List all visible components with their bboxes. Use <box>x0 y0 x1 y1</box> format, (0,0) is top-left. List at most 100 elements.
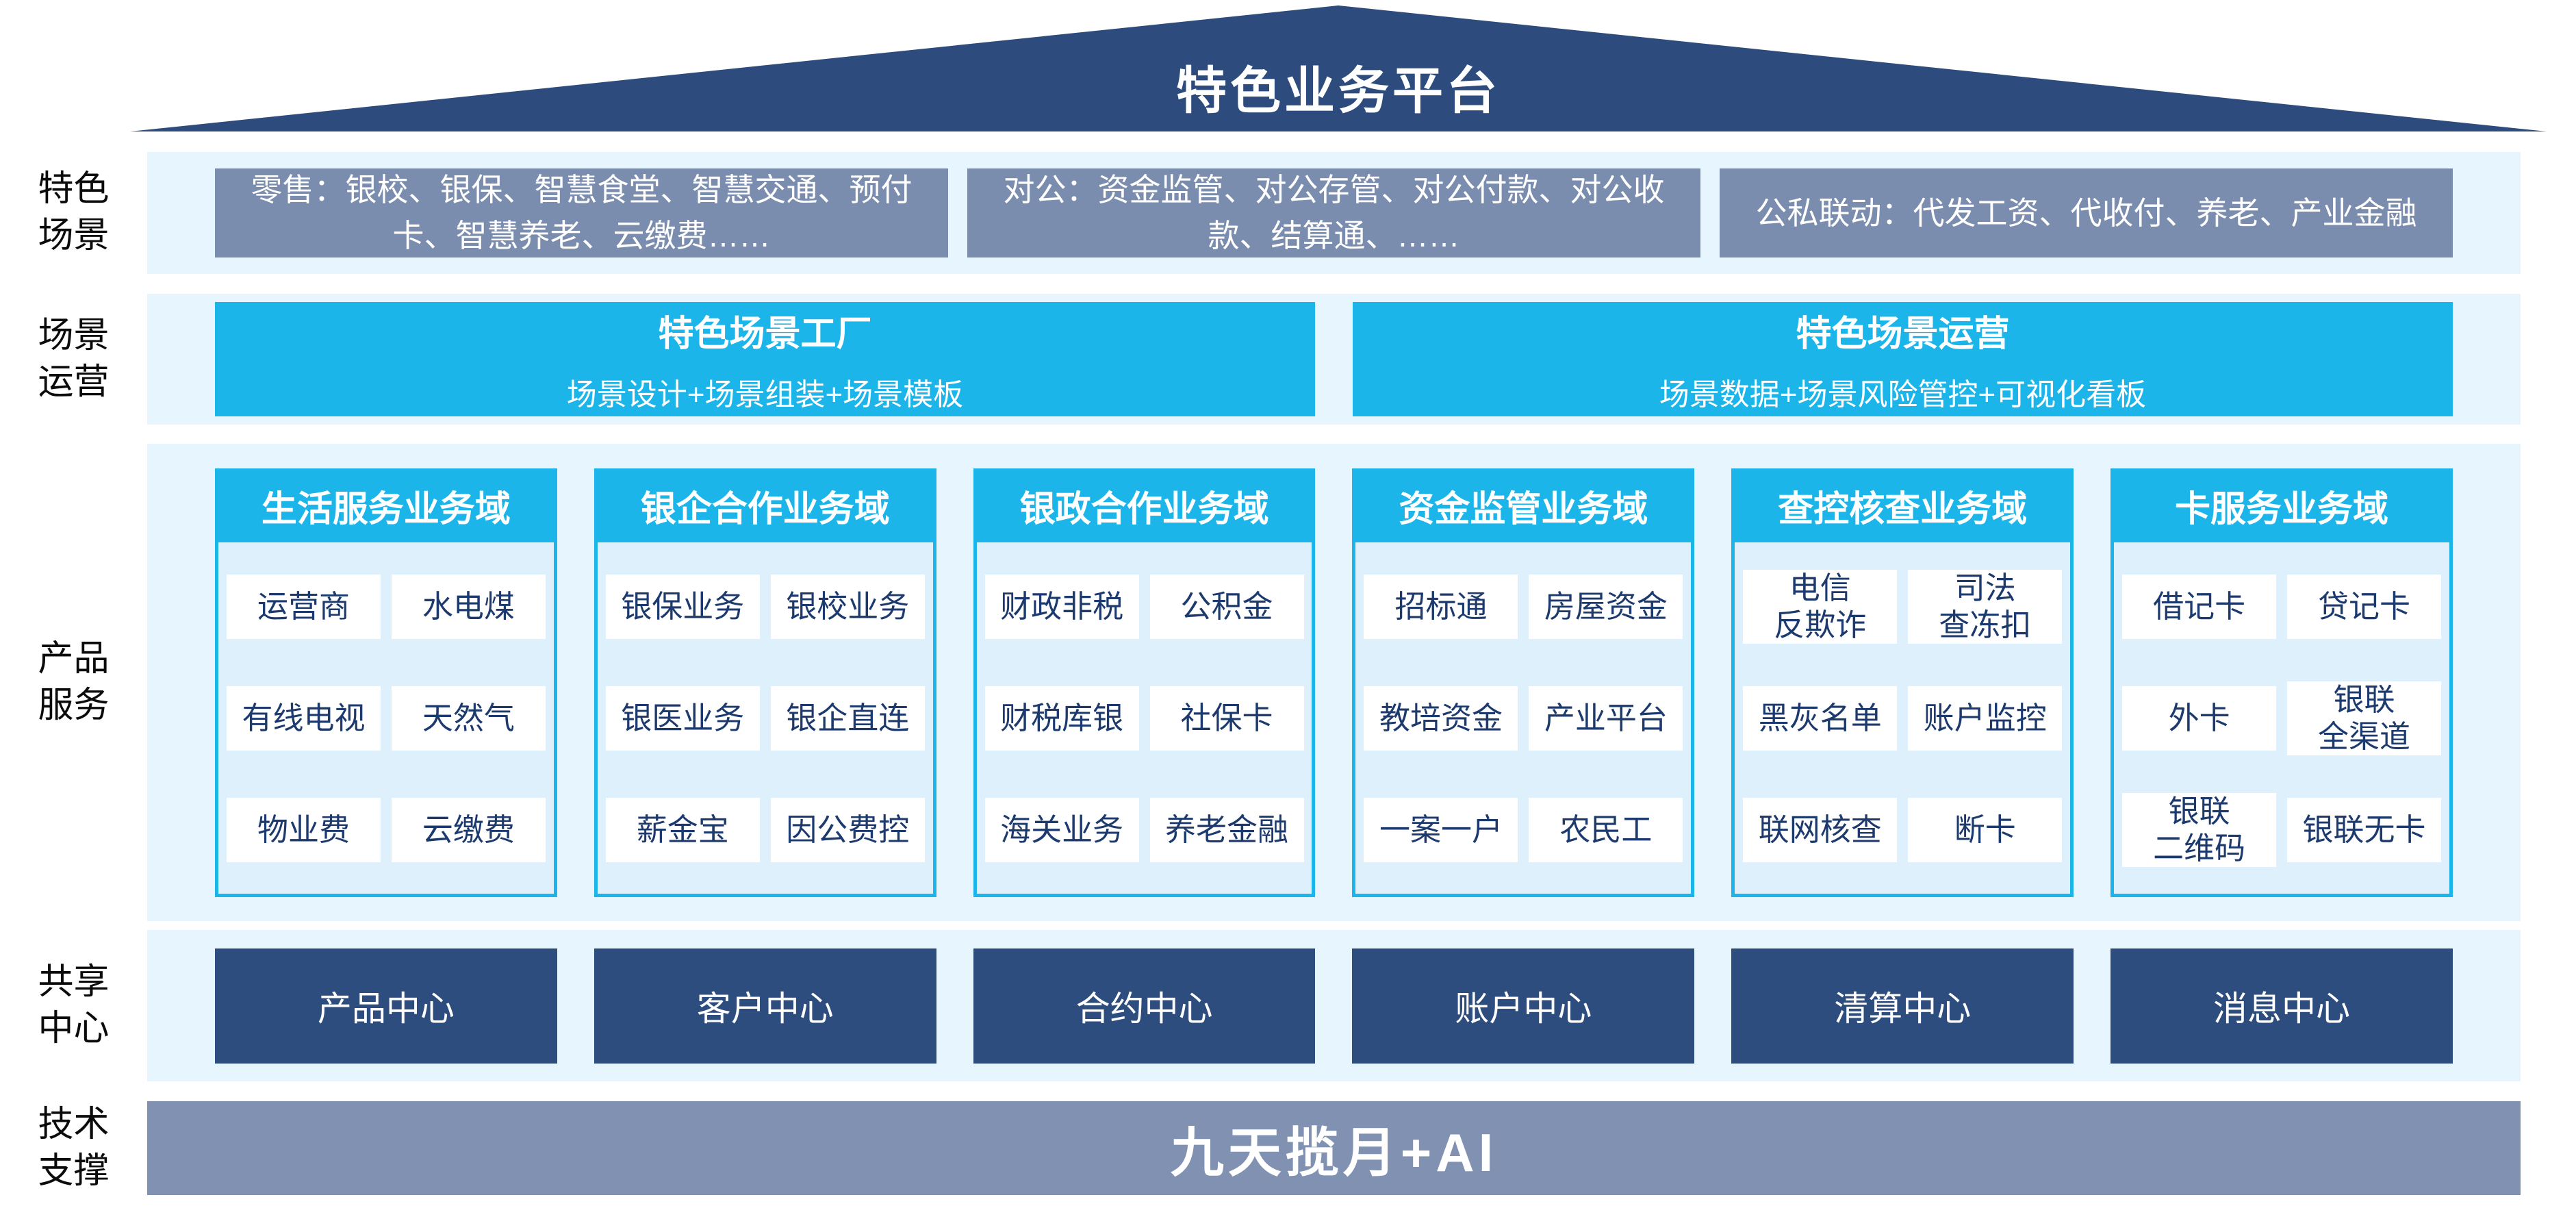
product-cell-row: 财政非税 公积金 <box>984 551 1304 662</box>
product-cell: 物业费 <box>227 797 381 862</box>
product-cell: 司法 查冻扣 <box>1908 569 2063 644</box>
product-cell: 水电煤 <box>391 574 546 639</box>
scene-box-corporate: 对公：资金监管、对公存管、对公付款、对公收款、结算通、…… <box>967 168 1700 257</box>
scene-factory-title: 特色场景工厂 <box>658 314 872 354</box>
product-cell: 财税库银 <box>984 686 1139 751</box>
page-title: 特色业务平台 <box>1176 62 1501 119</box>
product-cell: 断卡 <box>1908 797 2063 862</box>
product-cell-row: 电信 反欺诈 司法 查冻扣 <box>1743 551 2063 662</box>
product-column-body: 运营商 水电煤 有线电视 天然气 物业费 云缴费 <box>215 542 557 897</box>
product-cell: 房屋资金 <box>1529 574 1683 639</box>
row-product-services: 产品 服务 生活服务业务域 运营商 水电煤 有线电视 天然气 物业费 云缴费 <box>0 444 2521 921</box>
product-cell: 招标通 <box>1364 574 1518 639</box>
product-column-body: 银保业务 银校业务 银医业务 银企直连 薪金宝 因公费控 <box>594 542 936 897</box>
scene-operation-box: 特色场景运营 场景数据+场景风险管控+可视化看板 <box>1353 302 2453 416</box>
scene-operation-subtitle: 场景数据+场景风险管控+可视化看板 <box>1659 378 2147 412</box>
center-box-clearing: 清算中心 <box>1731 948 2074 1064</box>
product-cell-row: 黑灰名单 账户监控 <box>1743 662 2063 774</box>
product-cell-row: 一案一户 农民工 <box>1364 774 1683 885</box>
product-cell: 银联无卡 <box>2287 797 2441 862</box>
row-label-tech-support: 技术 支撑 <box>38 1104 110 1191</box>
product-column-inquiry-verification: 查控核查业务域 电信 反欺诈 司法 查冻扣 黑灰名单 账户监控 联网核查 断卡 <box>1731 468 2074 897</box>
product-column-fund-supervision: 资金监管业务域 招标通 房屋资金 教培资金 产业平台 一案一户 农民工 <box>1352 468 1695 897</box>
center-box-account: 账户中心 <box>1352 948 1695 1064</box>
product-cell-row: 外卡 银联 全渠道 <box>2122 662 2441 774</box>
product-column-header: 银政合作业务域 <box>973 468 1316 542</box>
product-cell-row: 联网核查 断卡 <box>1743 774 2063 885</box>
product-cell-row: 有线电视 天然气 <box>227 662 546 774</box>
product-cell: 农民工 <box>1529 797 1683 862</box>
product-cell: 社保卡 <box>1149 686 1304 751</box>
product-cell-row: 教培资金 产业平台 <box>1364 662 1683 774</box>
tech-support-bar: 九天揽月+AI <box>147 1101 2521 1195</box>
product-cell-row: 银保业务 银校业务 <box>605 551 925 662</box>
product-cell: 电信 反欺诈 <box>1743 569 1898 644</box>
product-column-header: 资金监管业务域 <box>1352 468 1695 542</box>
row-tech-support: 技术 支撑 九天揽月+AI <box>0 1101 2521 1195</box>
center-box-customer: 客户中心 <box>594 948 936 1064</box>
center-box-message: 消息中心 <box>2110 948 2453 1064</box>
product-cell-row: 运营商 水电煤 <box>227 551 546 662</box>
scene-box-public-private: 公私联动：代发工资、代收付、养老、产业金融 <box>1720 168 2453 257</box>
product-column-life-services: 生活服务业务域 运营商 水电煤 有线电视 天然气 物业费 云缴费 <box>215 468 557 897</box>
product-cell-row: 财税库银 社保卡 <box>984 662 1304 774</box>
product-column-header: 卡服务业务域 <box>2110 468 2453 542</box>
product-cell: 公积金 <box>1149 574 1304 639</box>
scene-factory-subtitle: 场景设计+场景组装+场景模板 <box>566 378 964 412</box>
product-column-body: 电信 反欺诈 司法 查冻扣 黑灰名单 账户监控 联网核查 断卡 <box>1731 542 2074 897</box>
product-column-body: 借记卡 贷记卡 外卡 银联 全渠道 银联 二维码 银联无卡 <box>2110 542 2453 897</box>
band-product-services: 生活服务业务域 运营商 水电煤 有线电视 天然气 物业费 云缴费 <box>147 444 2521 921</box>
product-cell: 黑灰名单 <box>1743 686 1898 751</box>
band-scene-operation: 特色场景工厂 场景设计+场景组装+场景模板 特色场景运营 场景数据+场景风险管控… <box>147 294 2521 425</box>
row-label-featured-scenes: 特色 场景 <box>38 169 110 255</box>
product-cell: 薪金宝 <box>605 797 760 862</box>
row-scene-operation: 场景 运营 特色场景工厂 场景设计+场景组装+场景模板 特色场景运营 场景数据+… <box>0 294 2521 425</box>
product-cell: 因公费控 <box>770 797 925 862</box>
band-featured-scenes: 零售：银校、银保、智慧食堂、智慧交通、预付卡、智慧养老、云缴费…… 对公：资金监… <box>147 152 2521 274</box>
product-cell: 云缴费 <box>391 797 546 862</box>
product-cell: 银联 全渠道 <box>2287 681 2441 755</box>
product-column-body: 招标通 房屋资金 教培资金 产业平台 一案一户 农民工 <box>1352 542 1695 897</box>
product-cell: 运营商 <box>227 574 381 639</box>
product-cell-row: 招标通 房屋资金 <box>1364 551 1683 662</box>
platform-roof: 特色业务平台 <box>130 5 2547 131</box>
row-featured-scenes: 特色 场景 零售：银校、银保、智慧食堂、智慧交通、预付卡、智慧养老、云缴费…… … <box>0 152 2521 274</box>
product-cell: 养老金融 <box>1149 797 1304 862</box>
product-column-bank-government: 银政合作业务域 财政非税 公积金 财税库银 社保卡 海关业务 养老金融 <box>973 468 1316 897</box>
row-shared-centers: 共享 中心 产品中心 客户中心 合约中心 账户中心 清算中心 消息中心 <box>0 930 2521 1081</box>
product-cell: 海关业务 <box>984 797 1139 862</box>
product-cell-row: 物业费 云缴费 <box>227 774 546 885</box>
product-column-header: 生活服务业务域 <box>215 468 557 542</box>
product-cell: 银企直连 <box>770 686 925 751</box>
center-box-product: 产品中心 <box>215 948 557 1064</box>
product-cell: 教培资金 <box>1364 686 1518 751</box>
row-label-shared-centers: 共享 中心 <box>38 961 110 1048</box>
product-cell: 联网核查 <box>1743 797 1898 862</box>
product-cell: 借记卡 <box>2122 574 2277 639</box>
product-cell-row: 借记卡 贷记卡 <box>2122 551 2441 662</box>
scene-box-retail: 零售：银校、银保、智慧食堂、智慧交通、预付卡、智慧养老、云缴费…… <box>215 168 948 257</box>
product-cell: 产业平台 <box>1529 686 1683 751</box>
product-column-header: 查控核查业务域 <box>1731 468 2074 542</box>
product-cell: 财政非税 <box>984 574 1139 639</box>
center-box-contract: 合约中心 <box>973 948 1316 1064</box>
product-cell: 账户监控 <box>1908 686 2063 751</box>
product-cell: 银保业务 <box>605 574 760 639</box>
product-cell: 银联 二维码 <box>2122 792 2277 867</box>
product-column-card-services: 卡服务业务域 借记卡 贷记卡 外卡 银联 全渠道 银联 二维码 银联无卡 <box>2110 468 2453 897</box>
product-cell-row: 银医业务 银企直连 <box>605 662 925 774</box>
row-label-scene-operation: 场景 运营 <box>38 315 110 402</box>
product-column-bank-enterprise: 银企合作业务域 银保业务 银校业务 银医业务 银企直连 薪金宝 因公费控 <box>594 468 936 897</box>
product-cell: 有线电视 <box>227 686 381 751</box>
product-cell-row: 薪金宝 因公费控 <box>605 774 925 885</box>
product-cell: 外卡 <box>2122 686 2277 751</box>
row-label-product-services: 产品 服务 <box>38 638 110 725</box>
product-cell: 一案一户 <box>1364 797 1518 862</box>
band-shared-centers: 产品中心 客户中心 合约中心 账户中心 清算中心 消息中心 <box>147 930 2521 1081</box>
scene-operation-title: 特色场景运营 <box>1796 314 2010 354</box>
scene-factory-box: 特色场景工厂 场景设计+场景组装+场景模板 <box>215 302 1315 416</box>
product-cell: 贷记卡 <box>2287 574 2441 639</box>
product-column-header: 银企合作业务域 <box>594 468 936 542</box>
product-cell: 天然气 <box>391 686 546 751</box>
